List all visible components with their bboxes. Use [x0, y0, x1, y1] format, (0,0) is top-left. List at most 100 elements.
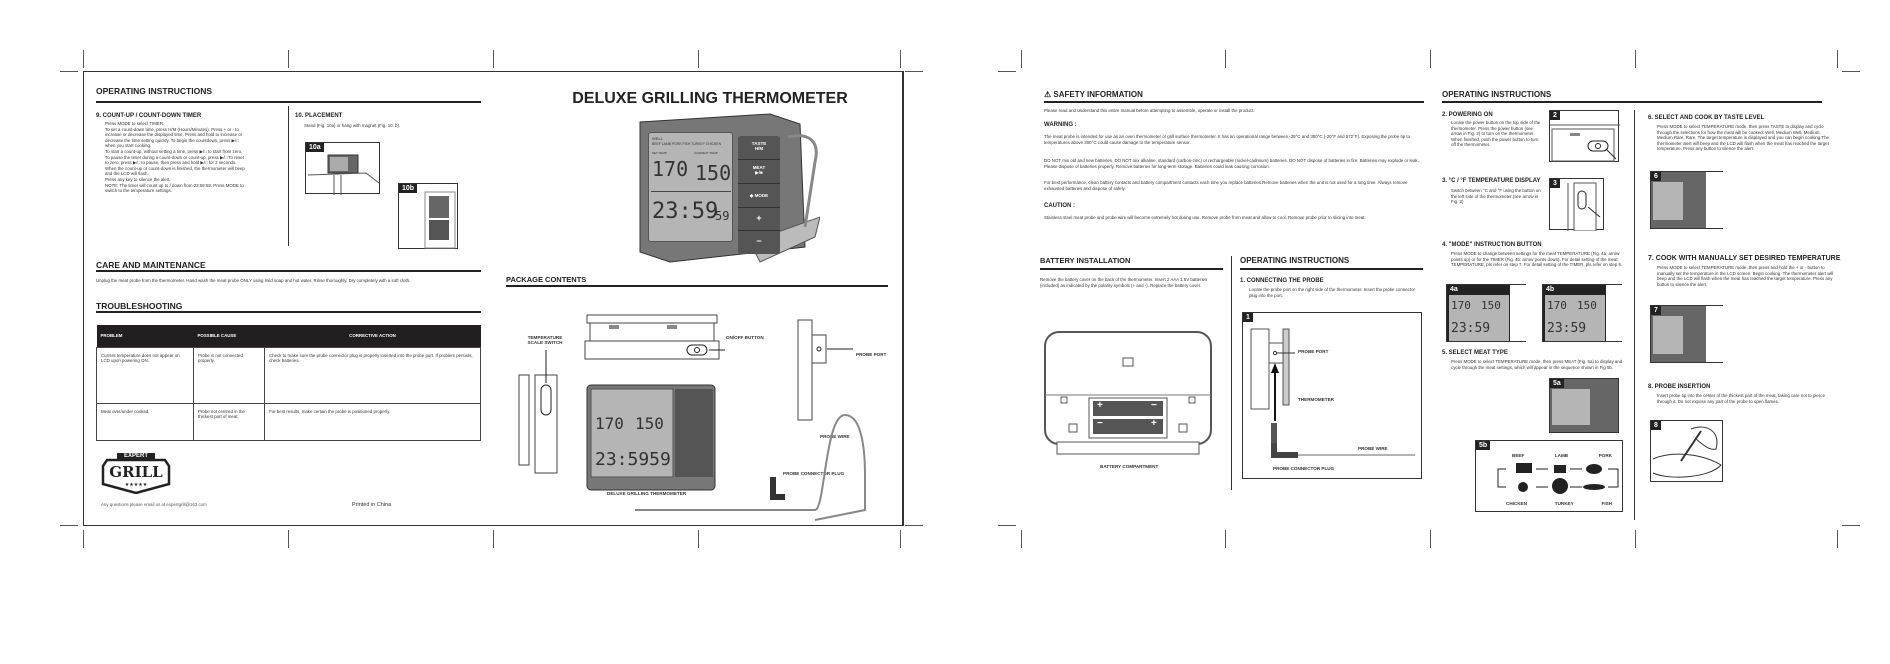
label-probe-wire: PROBE WIRE: [820, 434, 850, 439]
battery-minus-1: −: [1151, 400, 1157, 411]
section-title-safety: ⚠ SAFETY INFORMATION: [1044, 90, 1143, 99]
printed-in: Printed in China: [352, 502, 392, 508]
step2-text: Locate the power button on the top side …: [1451, 120, 1541, 148]
table-row: Meat over/under cooked. Probe not centre…: [96, 402, 481, 441]
lcd-taste-level: WELL: [652, 136, 663, 141]
table-header-row: PROBLEM POSSIBLE CAUSE CORRECTIVE ACTION: [96, 325, 481, 347]
column-divider: [1634, 110, 1635, 520]
label-temp-switch: TEMPERATURE SCALE SWITCH: [527, 335, 563, 345]
battery-text: Remove the battery cover on the back of …: [1040, 277, 1208, 288]
step9-line: and the LCD will flash.: [105, 171, 149, 177]
figure-tag: 4a: [1447, 285, 1461, 294]
step5-text: Press MODE to select TEMPERATURE mode, t…: [1451, 359, 1623, 370]
step9-line: NOTE: The timer will count up to / down …: [105, 182, 244, 188]
figure-5a: 5a: [1549, 378, 1619, 433]
meat-pork: PORK: [1598, 453, 1612, 458]
section-title-operating-mid: OPERATING INSTRUCTIONS: [1240, 256, 1350, 265]
warning-title: WARNING :: [1044, 122, 1077, 128]
figure-tag: 5a: [1550, 379, 1564, 388]
section-title-operating: OPERATING INSTRUCTIONS: [96, 86, 213, 96]
step7-title: 7. COOK WITH MANUALLY SET DESIRED TEMPER…: [1648, 255, 1841, 262]
step9-line: To pause the timer during a count-down o…: [105, 154, 244, 160]
cell-cause: Probe not centred in the thickest part o…: [193, 402, 265, 441]
header-cause: POSSIBLE CAUSE: [193, 325, 265, 347]
troubleshooting-table: PROBLEM POSSIBLE CAUSE CORRECTIVE ACTION…: [96, 325, 481, 441]
minus-button[interactable]: −: [756, 236, 762, 246]
table-row: Current temperature does not appear on L…: [96, 346, 481, 404]
figure-4a: 4a 170 150 23:59: [1446, 284, 1526, 342]
figure-8: 8: [1650, 420, 1723, 482]
battery-plus-2: +: [1151, 418, 1157, 429]
header-problem: PROBLEM: [96, 325, 194, 347]
figure-1: 1 PROBE PORT THERMOMETER PROBE WIRE PROB…: [1242, 312, 1422, 479]
figure-tag: 6: [1651, 172, 1661, 181]
page-right-border: [903, 71, 904, 526]
label-caption: DELUXE GRILLING THERMOMETER: [607, 491, 687, 496]
section-rule: [1044, 101, 1424, 103]
figure-tag: 4b: [1543, 285, 1558, 294]
step4-text: Press MODE to change between settings fo…: [1451, 251, 1623, 268]
svg-text:170: 170: [595, 414, 624, 433]
section-title-operating-right: OPERATING INSTRUCTIONS: [1442, 90, 1552, 99]
figure-tag: 10a: [306, 143, 324, 152]
logo-top-text: EXPERT: [123, 453, 148, 459]
label-connector: PROBE CONNECTOR PLUG: [783, 471, 845, 476]
label-thermometer: THERMOMETER: [1298, 397, 1334, 402]
step6-text: Press MODE to select TEMPERATURE mode, t…: [1657, 124, 1829, 152]
step3-title: 3. °C / °F TEMPERATURE DISPLAY: [1442, 178, 1541, 184]
meat-cycle-top: BEEF LAMB PORK: [1512, 453, 1612, 458]
figure-tag: 10b: [399, 184, 418, 193]
meat-fish: FISH: [1601, 501, 1612, 506]
step9-line: Press any key to silence the alert.: [105, 176, 171, 182]
label-connector: PROBE CONNECTOR PLUG: [1273, 466, 1335, 471]
plus-button[interactable]: +: [738, 208, 780, 231]
probe-insertion-illustration: [1652, 426, 1722, 478]
section-title-package: PACKAGE CONTENTS: [506, 275, 587, 284]
section-rule: [506, 285, 888, 287]
step9-line: Press MODE to select TIMER.: [105, 121, 165, 126]
section-rule: [1040, 268, 1223, 270]
logo-badge-icon: [101, 453, 171, 495]
lcd-set-temp: 170: [652, 157, 689, 181]
column-divider: [288, 106, 289, 246]
step9-line: switch to the temperature settings.: [105, 188, 172, 194]
figure-tag: 7: [1651, 306, 1661, 315]
label-onoff: ON/OFF BUTTON: [726, 335, 764, 340]
meat-button[interactable]: MEAT▶/■: [738, 160, 780, 184]
step1-title: 1. CONNECTING THE PROBE: [1240, 278, 1324, 284]
thermometer-on-magnet-illustration: [424, 191, 456, 249]
figure-tag: 8: [1651, 421, 1661, 430]
expert-grill-logo: EXPERT GRILL ★★★★★: [101, 452, 171, 495]
header-action: CORRECTIVE ACTION: [264, 325, 481, 347]
lcd-meat-list: BEEF LAMB PORK FISH TURKEY CHICKEN: [652, 142, 722, 146]
meat-chicken: CHICKEN: [1506, 501, 1527, 506]
figure-10a: 10a: [305, 142, 380, 195]
mode-button[interactable]: ◆ MODE: [738, 184, 780, 208]
battery-minus-2: −: [1097, 418, 1103, 429]
cell-cause: Probe is not connected properly.: [193, 346, 265, 404]
cell-problem: Meat over/under cooked.: [96, 402, 194, 441]
lcd-timer: 23:59: [652, 199, 719, 224]
caution-title: CAUTION :: [1044, 203, 1075, 209]
step6-title: 6. SELECT AND COOK BY TASTE LEVEL: [1648, 115, 1765, 121]
step9-line: When the count-up or count-down is finis…: [105, 165, 245, 171]
safety-intro: Please read and understand this entire m…: [1044, 108, 1255, 113]
care-text: Unplug the meat probe from the thermomet…: [96, 278, 411, 283]
section-rule: [96, 311, 481, 313]
step2-title: 2. POWERING ON: [1442, 112, 1493, 118]
cell-action: For best results, make certain the probe…: [264, 402, 481, 441]
meat-cycle-icons: [1497, 463, 1619, 494]
figure-6: 6: [1650, 171, 1723, 229]
figure-tag: 1: [1243, 313, 1253, 322]
figure-2: 2: [1549, 110, 1620, 162]
logo-main-text: GRILL: [109, 463, 163, 481]
step9-line: to zero, press ▶/□ to pause, then press …: [105, 160, 237, 166]
step10-text: Stand (Fig. 10a) or hang with magnet (Fi…: [304, 123, 401, 128]
battery-caption: BATTERY COMPARTMENT: [1100, 464, 1159, 469]
figure-tag: 3: [1550, 179, 1560, 188]
step7-text: Press MODE to select TEMPERATURE mode, t…: [1657, 265, 1834, 287]
cell-problem: Current temperature does not appear on L…: [96, 346, 194, 404]
package-contents-illustrations: 170 150 23:5959: [518, 314, 866, 521]
section-title-battery: BATTERY INSTALLATION: [1040, 256, 1131, 265]
